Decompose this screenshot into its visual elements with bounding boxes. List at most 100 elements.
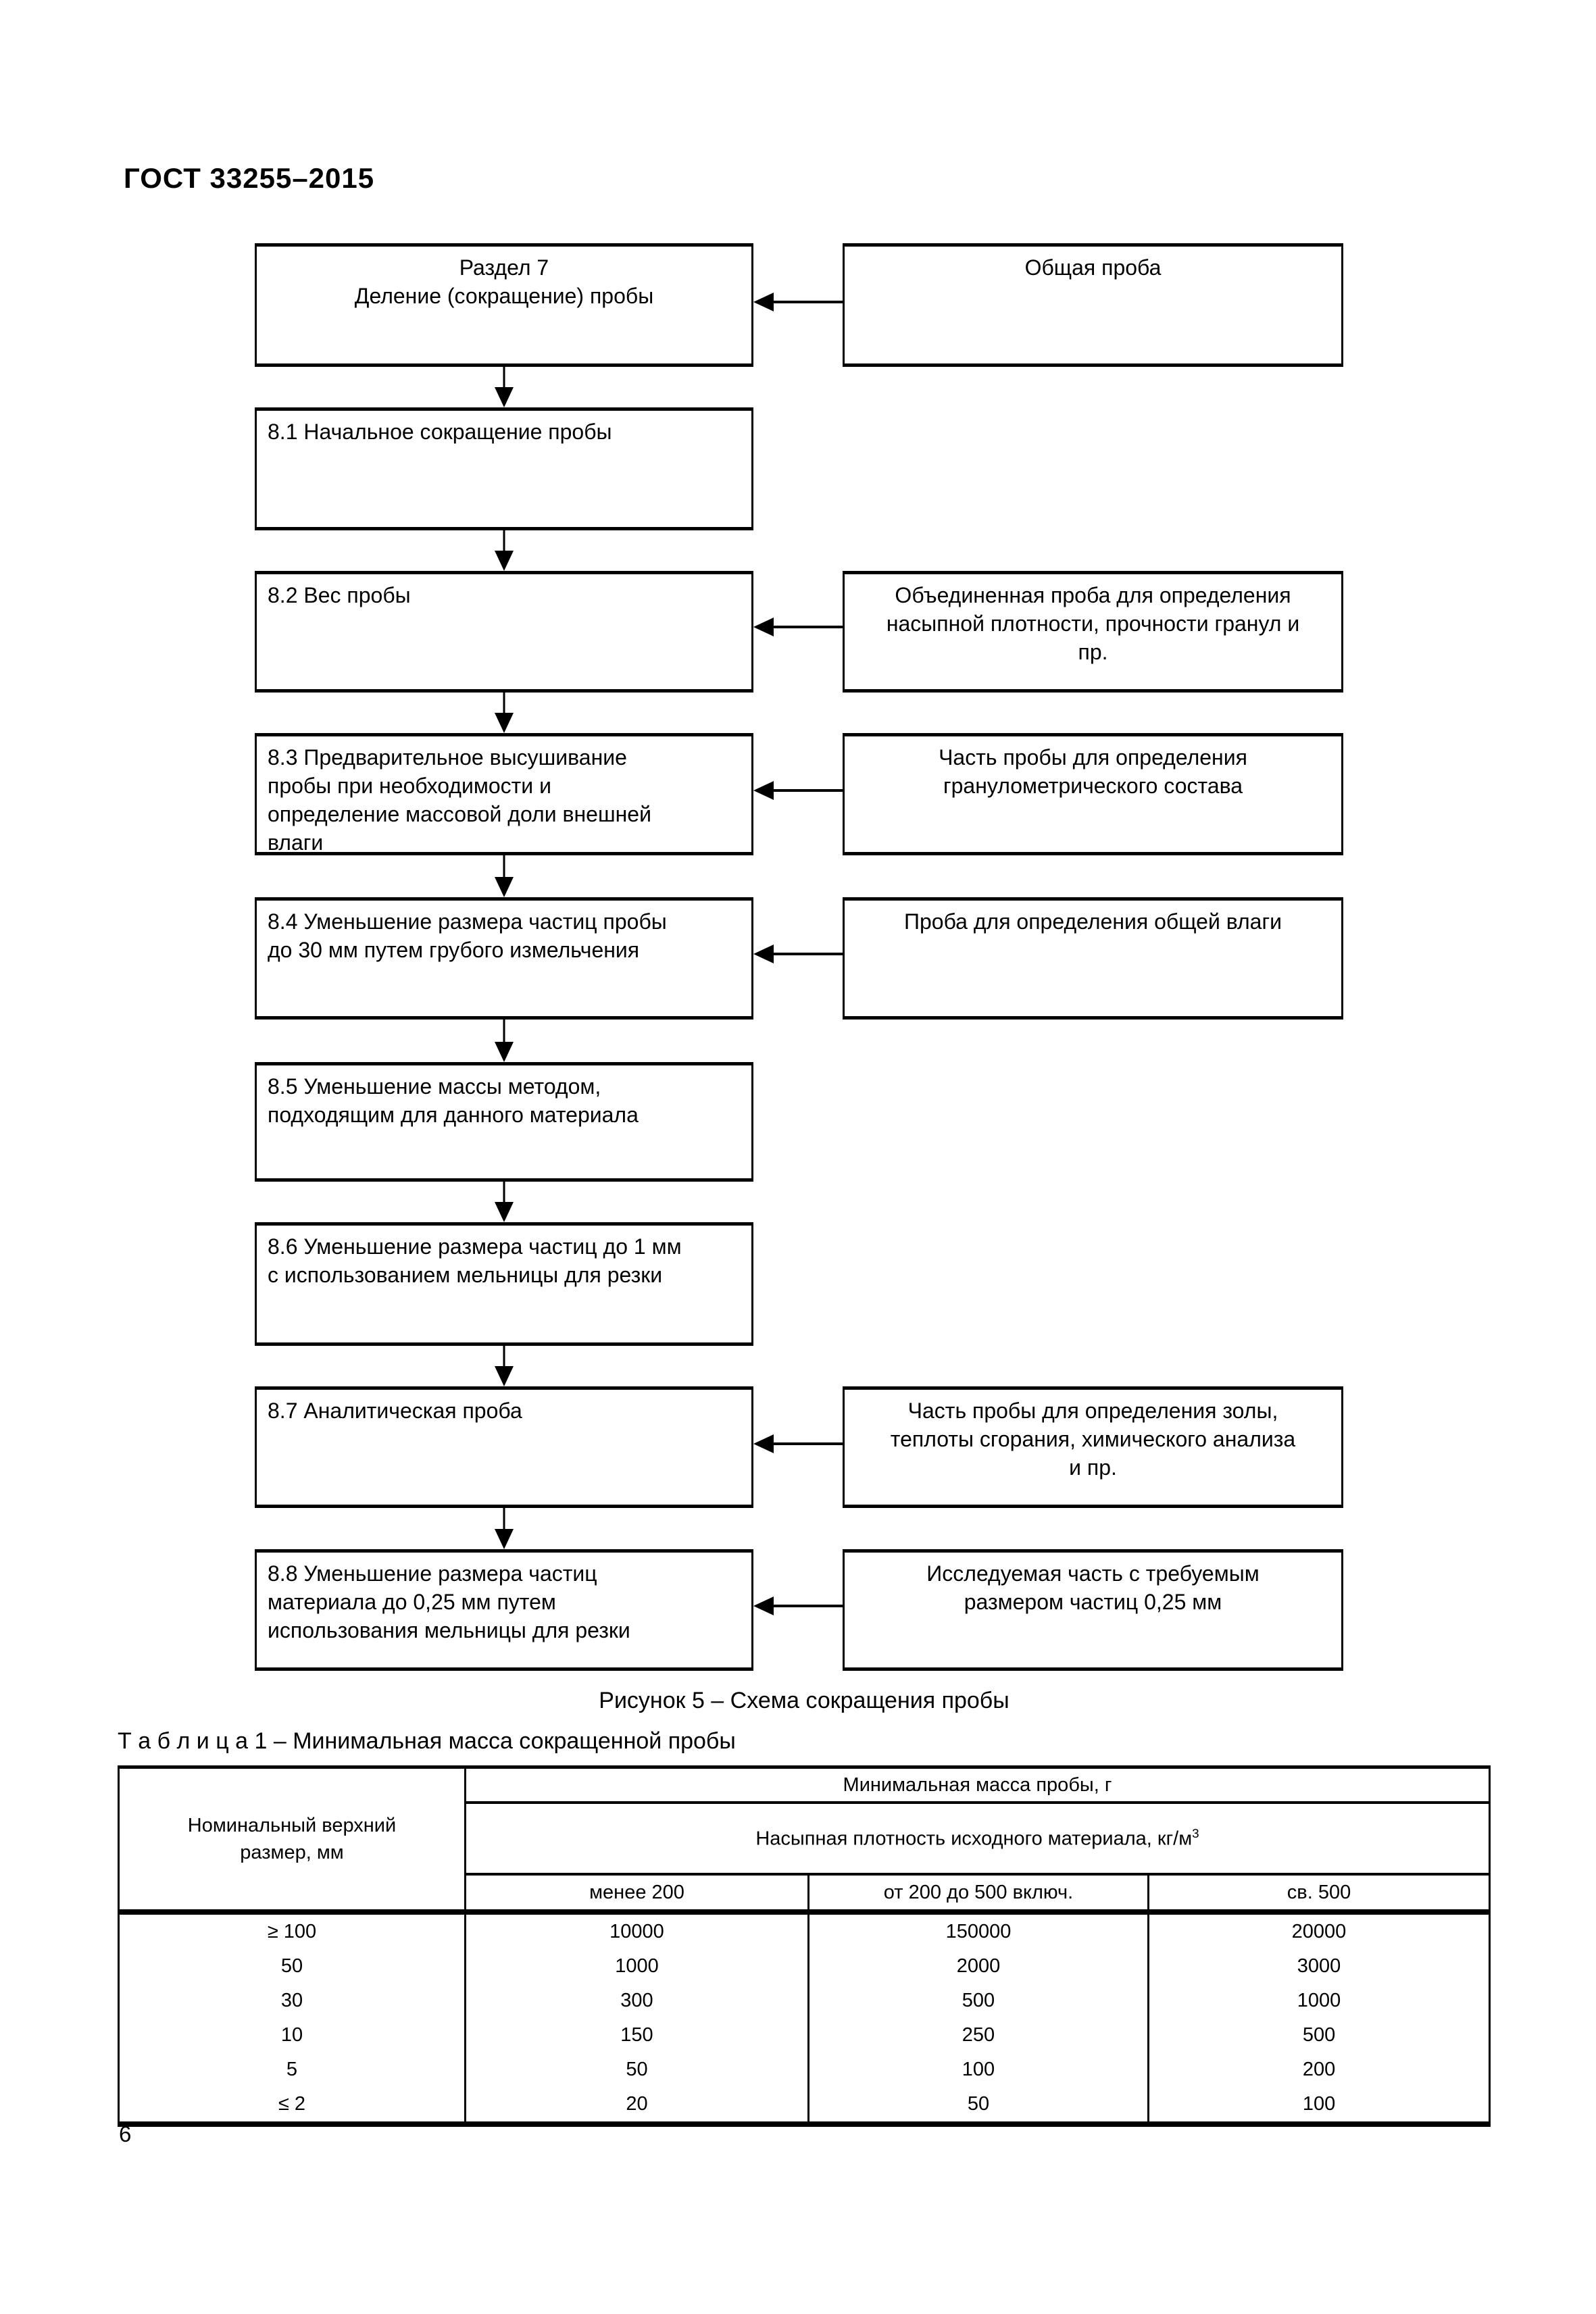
flow-box-8-5: 8.5 Уменьшение массы методом, подходящим… <box>255 1062 753 1182</box>
table-row: 30 300 500 1000 <box>118 1984 1491 2018</box>
cell-size: 30 <box>118 1984 466 2018</box>
cell-value: 150000 <box>807 1912 1149 1949</box>
arrow-left-icon <box>753 944 843 964</box>
arrow-line <box>771 301 843 303</box>
flow-box-text: Исследуемая часть с требуемым размером ч… <box>926 1561 1260 1614</box>
arrow-down-icon <box>491 693 518 733</box>
arrow-left-icon <box>753 1596 843 1616</box>
arrow-head <box>495 1042 514 1062</box>
cell-value: 300 <box>464 1984 809 2018</box>
arrow-line <box>503 1182 505 1205</box>
arrow-down-icon <box>491 367 518 407</box>
cell-value: 1000 <box>464 1949 809 1984</box>
table-col1-header: Номинальный верхний размер, мм <box>118 1767 466 1915</box>
flow-box-granulometric-sample: Часть пробы для определения гранулометри… <box>843 733 1343 855</box>
cell-size: 50 <box>118 1949 466 1984</box>
arrow-down-icon <box>491 1346 518 1386</box>
flow-box-text: Раздел 7 Деление (сокращение) пробы <box>354 255 654 308</box>
flow-box-text: 8.5 Уменьшение массы методом, подходящим… <box>268 1074 639 1127</box>
cell-size: 10 <box>118 2018 466 2053</box>
cell-value: 100 <box>807 2053 1149 2087</box>
arrow-head <box>753 1596 774 1615</box>
flow-box-text: 8.2 Вес пробы <box>268 583 411 607</box>
cell-value: 1000 <box>1147 1984 1491 2018</box>
arrow-line <box>771 1442 843 1445</box>
table-group-header: Минимальная масса пробы, г <box>464 1767 1491 1804</box>
table-row: ≤ 2 20 50 100 <box>118 2087 1491 2124</box>
flow-box-8-2: 8.2 Вес пробы <box>255 571 753 693</box>
cell-size: ≥ 100 <box>118 1912 466 1949</box>
arrow-head <box>753 945 774 963</box>
min-mass-table: Номинальный верхний размер, мм Минимальн… <box>118 1765 1491 2127</box>
flow-box-8-7: 8.7 Аналитическая проба <box>255 1386 753 1508</box>
cell-value: 500 <box>1147 2018 1491 2053</box>
flow-box-moisture-sample: Проба для определения общей влаги <box>843 897 1343 1020</box>
arrow-head <box>495 387 514 407</box>
page-number: 6 <box>119 2121 132 2146</box>
density-header-text: Насыпная плотность исходного материала, … <box>755 1828 1193 1850</box>
cell-value: 200 <box>1147 2053 1491 2087</box>
arrow-line <box>771 626 843 628</box>
arrow-head <box>753 618 774 636</box>
arrow-left-icon <box>753 617 843 637</box>
flow-box-text: Часть пробы для определения гранулометри… <box>939 745 1247 798</box>
table-subheader: от 200 до 500 включ. <box>807 1874 1149 1915</box>
arrow-head <box>495 1202 514 1222</box>
arrow-head <box>495 1366 514 1386</box>
arrow-head <box>495 713 514 733</box>
flow-box-combined-sample: Объединенная проба для определения насып… <box>843 571 1343 693</box>
cell-value: 250 <box>807 2018 1149 2053</box>
arrow-line <box>771 953 843 955</box>
flow-box-section7: Раздел 7 Деление (сокращение) пробы <box>255 243 753 367</box>
flow-box-8-4: 8.4 Уменьшение размера частиц пробы до 3… <box>255 897 753 1020</box>
density-header-sup: 3 <box>1192 1826 1199 1841</box>
flow-box-text: 8.6 Уменьшение размера частиц до 1 мм с … <box>268 1234 682 1287</box>
flow-box-text: Общая проба <box>1024 255 1162 280</box>
flow-box-ash-sample: Часть пробы для определения золы, теплот… <box>843 1386 1343 1508</box>
arrow-line <box>503 1020 505 1045</box>
flow-box-text: 8.1 Начальное сокращение пробы <box>268 420 612 444</box>
arrow-down-icon <box>491 1508 518 1549</box>
arrow-line <box>503 1508 505 1532</box>
flow-box-final-sample: Исследуемая часть с требуемым размером ч… <box>843 1549 1343 1671</box>
cell-value: 100 <box>1147 2087 1491 2124</box>
arrow-left-icon <box>753 1434 843 1454</box>
arrow-head <box>495 1529 514 1549</box>
flow-box-8-8: 8.8 Уменьшение размера частиц материала … <box>255 1549 753 1671</box>
table-row: ≥ 100 10000 150000 20000 <box>118 1912 1491 1949</box>
flow-box-total-sample: Общая проба <box>843 243 1343 367</box>
arrow-line <box>503 855 505 880</box>
cell-value: 20000 <box>1147 1912 1491 1949</box>
table-density-header: Насыпная плотность исходного материала, … <box>464 1803 1491 1876</box>
arrow-line <box>503 367 505 390</box>
cell-value: 2000 <box>807 1949 1149 1984</box>
cell-size: ≤ 2 <box>118 2087 466 2124</box>
flow-box-text: Объединенная проба для определения насып… <box>886 583 1300 664</box>
flow-box-8-1: 8.1 Начальное сокращение пробы <box>255 407 753 530</box>
flow-box-8-6: 8.6 Уменьшение размера частиц до 1 мм с … <box>255 1222 753 1346</box>
arrow-head <box>495 877 514 897</box>
arrow-head <box>753 293 774 311</box>
cell-value: 500 <box>807 1984 1149 2018</box>
cell-value: 150 <box>464 2018 809 2053</box>
flow-box-text: 8.8 Уменьшение размера частиц материала … <box>268 1561 630 1642</box>
arrow-head <box>753 1434 774 1453</box>
arrow-left-icon <box>753 292 843 312</box>
flow-box-text: Проба для определения общей влаги <box>903 909 1282 934</box>
flow-box-text: 8.7 Аналитическая проба <box>268 1399 522 1423</box>
table-subheader: менее 200 <box>464 1874 809 1915</box>
table-row: 50 1000 2000 3000 <box>118 1949 1491 1984</box>
arrow-left-icon <box>753 780 843 801</box>
arrow-head <box>495 551 514 571</box>
cell-value: 10000 <box>464 1912 809 1949</box>
flow-box-text: Часть пробы для определения золы, теплот… <box>890 1399 1296 1480</box>
table-subheader: св. 500 <box>1147 1874 1491 1915</box>
arrow-line <box>503 530 505 553</box>
table-row: 10 150 250 500 <box>118 2018 1491 2053</box>
arrow-line <box>771 789 843 792</box>
flow-box-text: 8.4 Уменьшение размера частиц пробы до 3… <box>268 909 667 962</box>
doc-number: ГОСТ 33255–2015 <box>124 162 375 194</box>
table-title: Т а б л и ц а 1 – Минимальная масса сокр… <box>118 1728 736 1754</box>
cell-value: 3000 <box>1147 1949 1491 1984</box>
